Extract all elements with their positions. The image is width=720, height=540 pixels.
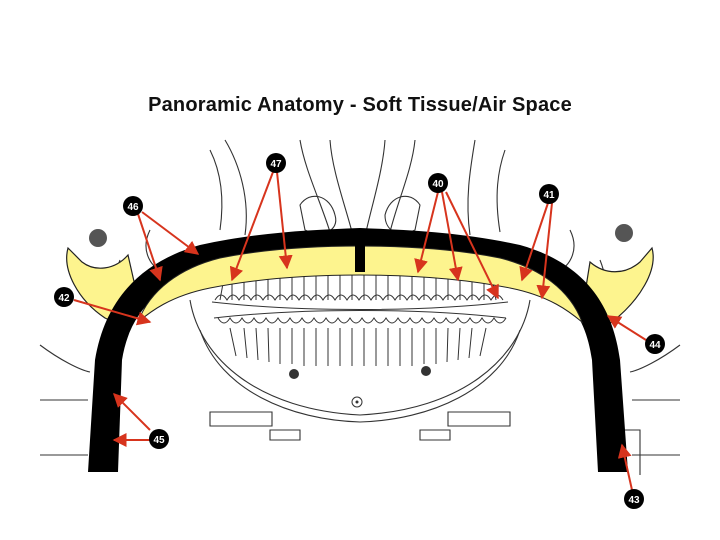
marker-47: 47 (266, 153, 286, 173)
marker-45: 45 (149, 429, 169, 449)
marker-45-label: 45 (153, 435, 165, 446)
marker-40-label: 40 (432, 179, 444, 190)
marker-41-label: 41 (543, 190, 555, 201)
marker-41: 41 (539, 184, 559, 204)
marker-42-label: 42 (58, 293, 70, 304)
marker-44-label: 44 (649, 340, 661, 351)
left-mental-foramen (289, 369, 299, 379)
upper-teeth (211, 266, 509, 310)
right-mental-foramen (421, 366, 431, 376)
leader-arrows (73, 171, 647, 491)
marker-46-label: 46 (127, 202, 139, 213)
marker-47-label: 47 (270, 159, 282, 170)
marker-40: 40 (428, 173, 448, 193)
marker-43: 43 (624, 489, 644, 509)
marker-44: 44 (645, 334, 665, 354)
tongue-dorsum (136, 245, 584, 324)
diagram-title: Panoramic Anatomy - Soft Tissue/Air Spac… (148, 94, 572, 116)
left-earlobe-shadow (89, 229, 107, 247)
marker-46: 46 (123, 196, 143, 216)
lower-teeth (213, 310, 507, 366)
lingual-foramen (351, 396, 363, 408)
marker-43-label: 43 (628, 495, 640, 506)
midline-divider (355, 242, 365, 272)
right-earlobe-shadow (615, 224, 633, 242)
marker-42: 42 (54, 287, 74, 307)
